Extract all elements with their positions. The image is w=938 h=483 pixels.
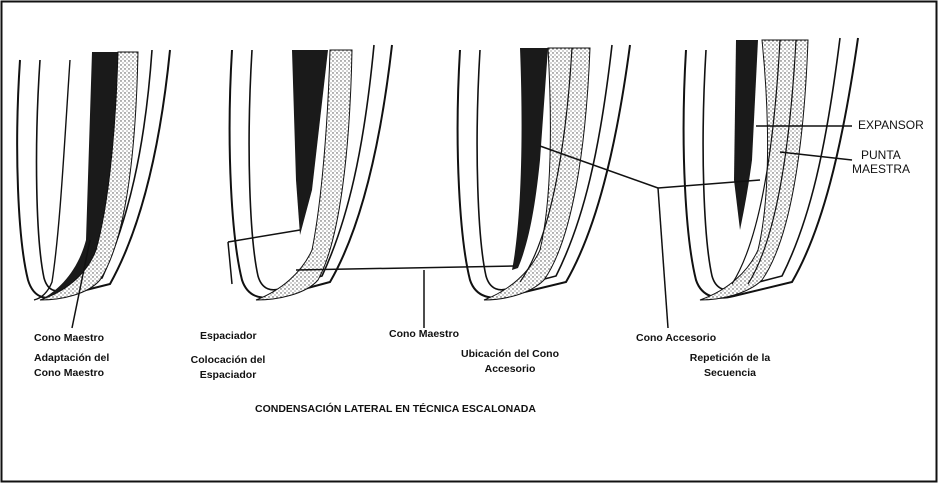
label-cono-maestro-2: Cono Maestro — [389, 327, 459, 342]
label-adaptacion-line2: Cono Maestro — [34, 366, 104, 381]
label-adaptacion-line1: Adaptación del — [34, 351, 109, 366]
label-punta-line2: MAESTRA — [852, 162, 910, 176]
label-colocacion-line2: Espaciador — [200, 368, 257, 383]
label-ubicacion-line2: Accesorio — [485, 362, 536, 377]
label-repeticion-line2: Secuencia — [704, 366, 756, 381]
label-ubicacion-line1: Ubicación del Cono — [461, 347, 559, 362]
figure-caption: CONDENSACIÓN LATERAL EN TÉCNICA ESCALONA… — [255, 402, 536, 417]
root-2 — [228, 45, 392, 300]
label-colocacion-line1: Colocación del — [191, 353, 266, 368]
root-1 — [17, 50, 170, 328]
root-4 — [684, 38, 858, 300]
root-3 — [458, 45, 630, 300]
label-cono-maestro-1: Cono Maestro — [34, 331, 104, 346]
label-espaciador: Espaciador — [200, 329, 257, 344]
label-expansor: EXPANSOR — [858, 118, 924, 132]
label-punta-line1: PUNTA — [861, 148, 901, 162]
label-repeticion-line1: Repetición de la — [690, 351, 771, 366]
label-cono-accesorio: Cono Accesorio — [636, 331, 716, 346]
